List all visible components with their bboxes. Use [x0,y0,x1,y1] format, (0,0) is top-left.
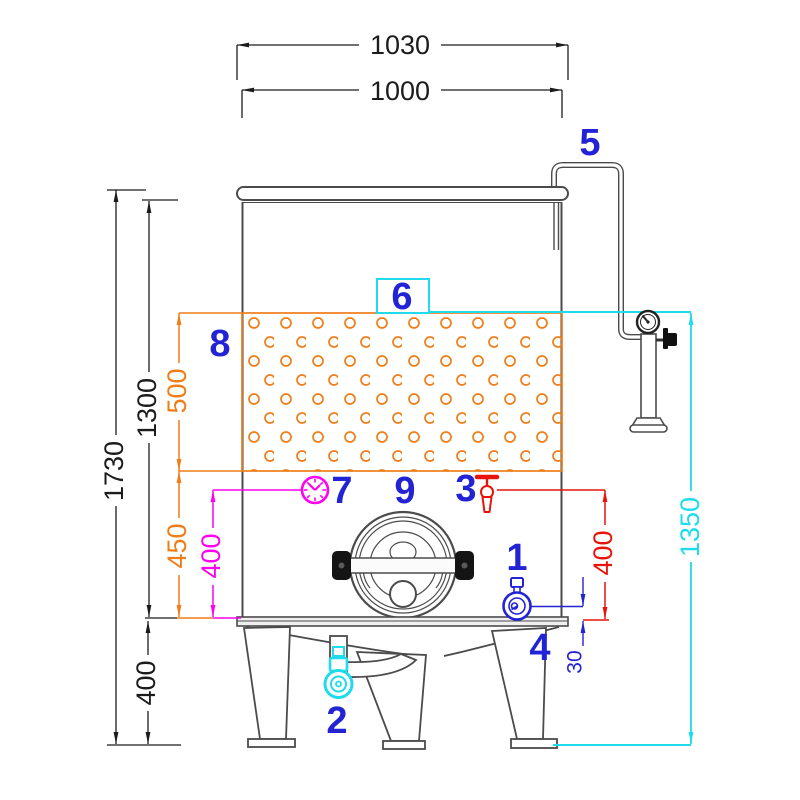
manway-knob-left-dot [338,562,345,569]
dim-text-bg [677,491,704,562]
dim-jacket-height-value: 500 [162,368,192,413]
thermometer-hand-short [314,484,321,491]
drain-elbow-pipe [346,653,418,678]
manway-crossbar [339,557,467,574]
dim-thermometer-height-value: 400 [196,533,226,578]
top-rim [236,186,569,201]
dim-text-bg [591,525,618,582]
dimensions-orange: 500 450 [162,313,213,619]
callout-8: 8 [209,323,230,365]
jacket-inlet-box [376,278,430,314]
dim-text-bg [359,31,441,57]
dimensions-black: 1030 1000 1730 1300 400 [99,30,569,746]
dim-outlet-height-value: 400 [588,530,618,575]
dim-body-height-value: 1300 [132,378,162,438]
dim-gauge-line-height-value: 1350 [675,497,705,557]
callout-9: 9 [394,470,415,512]
dim-text-bg [165,518,192,575]
gauge-valve-knob [667,333,677,346]
leg-left [242,626,291,740]
dim-text-bg [134,655,161,711]
callout-1: 1 [506,537,527,579]
dim-total-height-value: 1730 [99,441,129,501]
dim-leg-height-value: 400 [131,660,161,705]
callout-3: 3 [455,468,476,510]
dim-jacket-to-base-value: 450 [162,523,192,568]
dim-body-width-value: 1000 [370,76,430,106]
gas-pipe [551,162,643,340]
pressure-gauge-assembly [629,309,677,433]
pipe-bore [552,163,643,339]
bottom-band [236,616,569,627]
sample-valve-spout [481,496,493,513]
cooling-jacket [179,312,563,472]
drain-valve-hub [335,680,342,688]
drain-valve-icon [323,646,354,699]
dim-rim-width: 1030 [236,30,569,80]
dim-text-bg [101,435,128,506]
dim-jacket-height: 500 [162,313,192,471]
outlet-valve-cap [510,577,524,588]
dim-body-height: 1300 [132,199,178,617]
thermometer-icon [300,475,330,505]
dim-text-bg [135,372,162,443]
callout-labels: 1 2 3 4 5 6 7 8 9 [209,122,600,742]
leg-center-foot [382,740,426,750]
dim-text-bg [165,363,192,420]
dimensions-cyan: 1350 [376,278,705,746]
dim-total-height: 1730 [99,189,146,744]
leg-left-foot [247,738,296,748]
callout-6: 6 [391,276,412,318]
manway-bottom-knob-ring [389,580,417,608]
gauge-column-base [629,424,668,433]
dimple-jacket [241,312,563,472]
dim-rim-width-value: 1030 [370,30,430,60]
dim-outlet-offset-value: 30 [564,650,587,673]
sample-valve-icon [474,474,500,513]
callout-4: 4 [529,627,550,669]
outlet-valve-icon [502,577,532,621]
manway [332,510,474,620]
dim-text-bg [359,77,441,103]
callout-2: 2 [326,700,347,742]
dimensions-blue: 30 [531,577,587,674]
dim-jacket-to-base: 450 [162,471,213,619]
dimensions-magenta: 400 [196,489,302,619]
gauge-valve-body [663,328,668,349]
callout-5: 5 [579,122,600,164]
pressure-gauge-hub [646,320,650,324]
dim-text-bg [199,528,226,585]
drain-valve-neck [332,646,345,657]
callout-7: 7 [331,470,352,512]
manway-knob-right-dot [461,562,468,569]
leg-right-foot [510,738,558,749]
dimensions-red: 400 [497,489,618,621]
dim-body-width: 1000 [241,76,563,118]
pressure-gauge-dial [640,314,656,330]
dim-leg-height: 400 [107,617,181,746]
outlet-valve-hub-tail [511,605,518,611]
thermometer-hand-long [308,483,316,491]
gauge-column [640,333,657,419]
tank-legs [242,626,558,750]
